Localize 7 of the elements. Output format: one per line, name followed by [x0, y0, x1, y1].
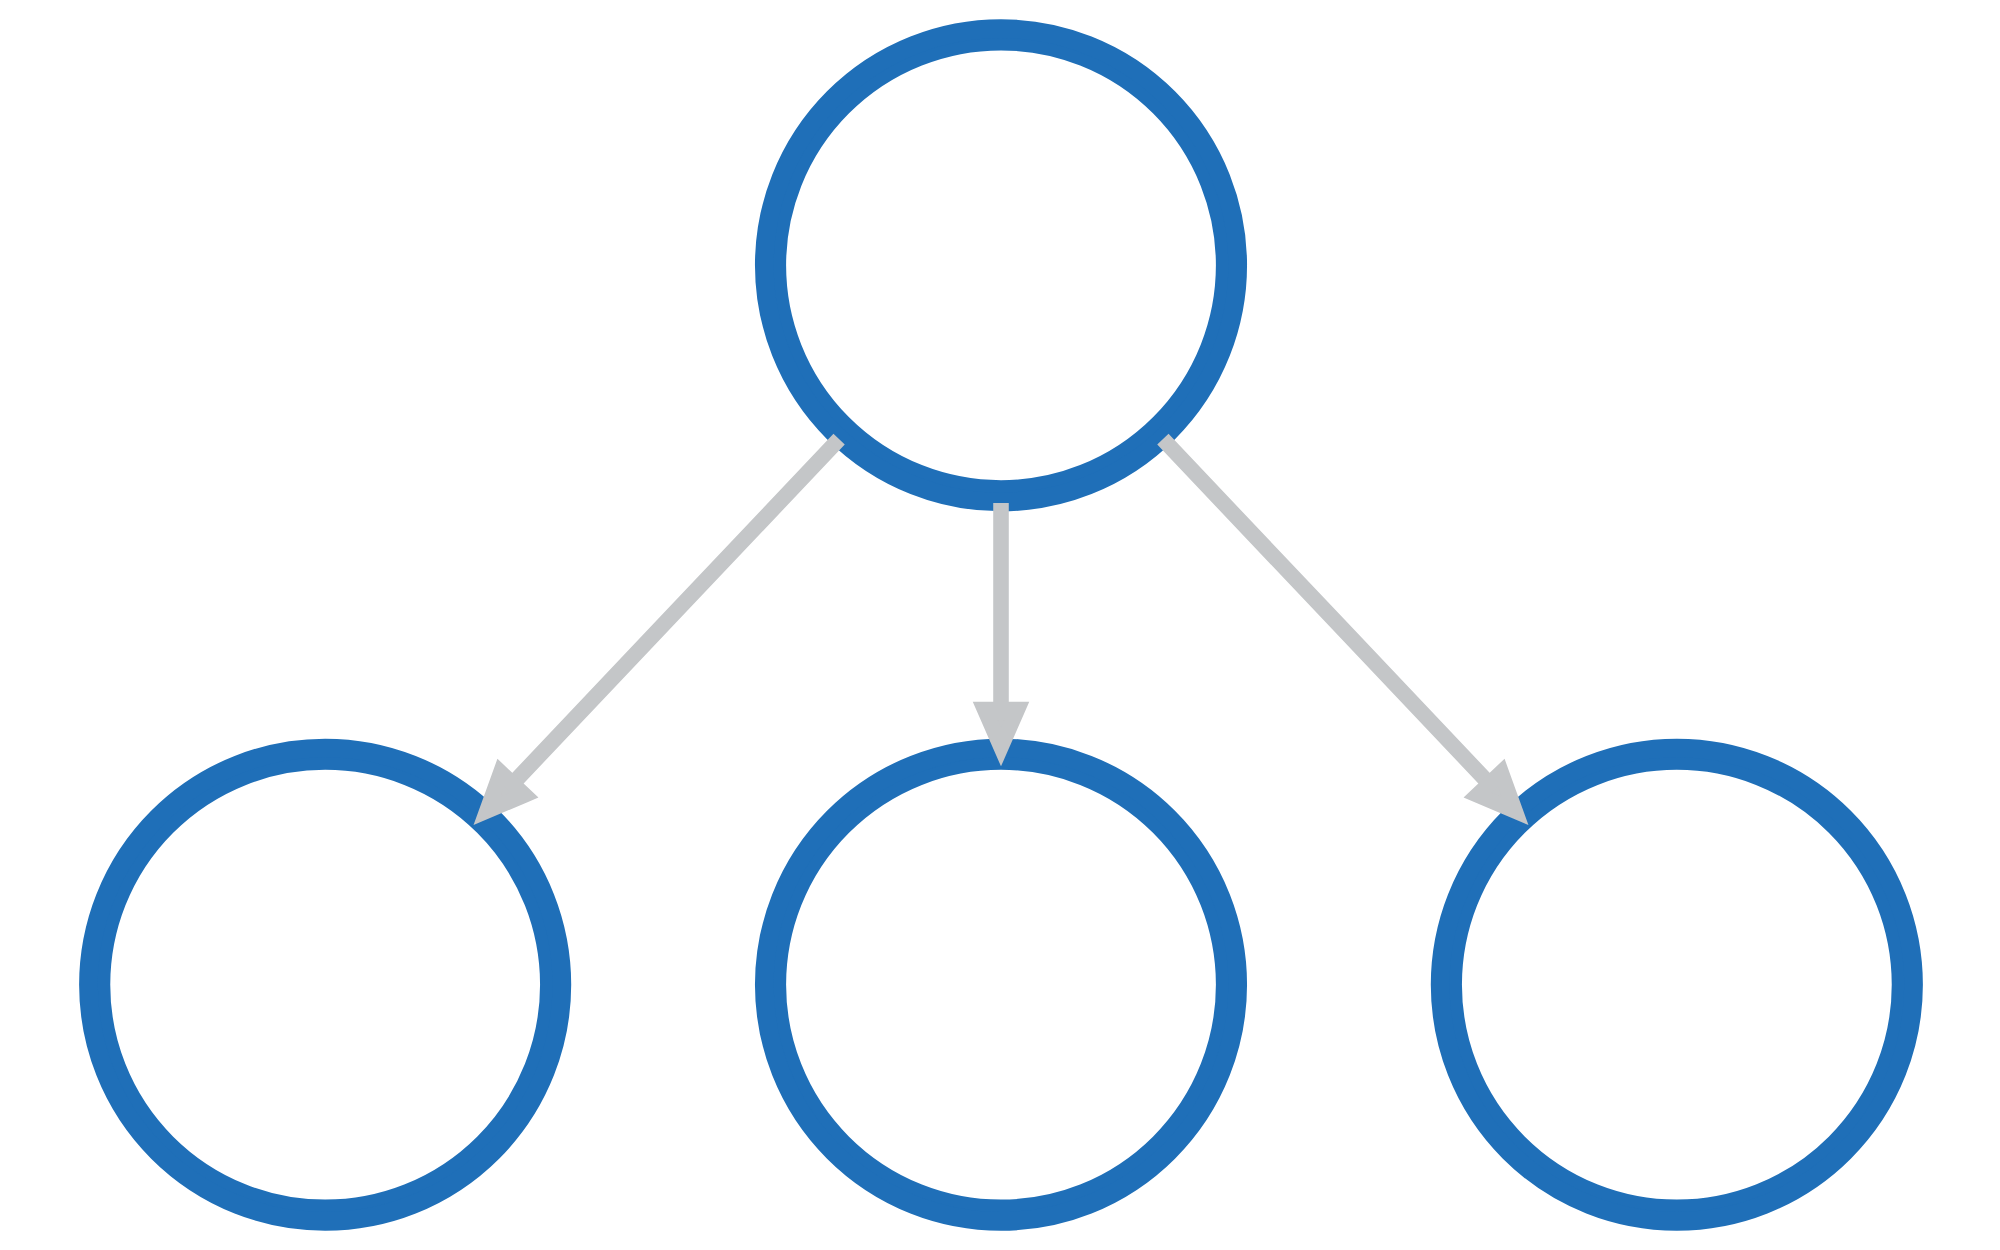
node-circle	[78, 738, 571, 1231]
node-circle	[753, 19, 1247, 512]
node-circle	[753, 738, 1247, 1231]
arrow	[472, 433, 844, 826]
arrow	[971, 502, 1029, 767]
node-circle	[1429, 738, 1922, 1231]
arrow	[1156, 433, 1528, 826]
